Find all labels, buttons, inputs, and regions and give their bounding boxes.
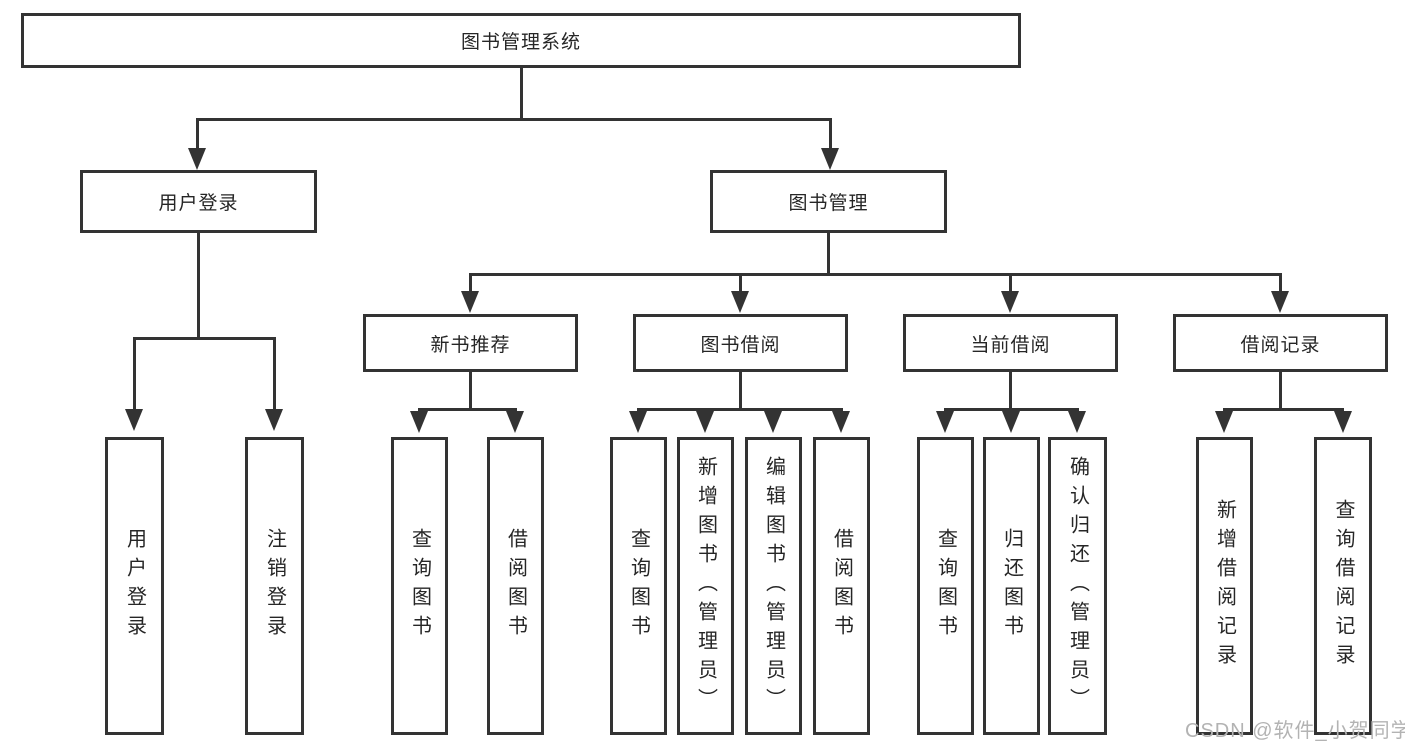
arrowhead-borrow-records xyxy=(1271,291,1289,313)
arrowhead-cb-return xyxy=(1002,411,1020,433)
node-borrow-records: 借阅记录 xyxy=(1173,314,1388,372)
arrowhead-cb-confirm xyxy=(1068,411,1086,433)
arrowhead-bb-borrow xyxy=(832,411,850,433)
connector-drop-book-borrow xyxy=(739,273,742,293)
arrowhead-br-query xyxy=(1334,411,1352,433)
leaf-user-login: 用户登录 xyxy=(105,437,164,735)
connector-book-mgmt-bus xyxy=(469,273,1282,276)
node-user-login: 用户登录 xyxy=(80,170,317,233)
connector-borrow-records-bus xyxy=(1223,408,1344,411)
connector-current-borrow-bus xyxy=(944,408,1079,411)
leaf-br-query-record: 查询借阅记录 xyxy=(1314,437,1372,735)
leaf-bb-borrow-books: 借阅图书 xyxy=(813,437,870,735)
node-new-books: 新书推荐 xyxy=(363,314,578,372)
leaf-cb-confirm-return-admin: 确认归还（管理员） xyxy=(1048,437,1107,735)
connector-drop-borrow-records xyxy=(1279,273,1282,293)
leaf-nb-query-books: 查询图书 xyxy=(391,437,448,735)
arrowhead-br-add xyxy=(1215,411,1233,433)
connector-book-borrow-bus xyxy=(637,408,843,411)
leaf-bb-query-books: 查询图书 xyxy=(610,437,667,735)
connector-root-bus xyxy=(196,118,832,121)
leaf-bb-edit-books-admin: 编辑图书（管理员） xyxy=(745,437,802,735)
arrowhead-cb-query xyxy=(936,411,954,433)
arrowhead-leaf-logout xyxy=(265,409,283,431)
connector-new-books-stem xyxy=(469,372,472,408)
arrowhead-bb-edit xyxy=(764,411,782,433)
node-root: 图书管理系统 xyxy=(21,13,1021,68)
csdn-watermark: CSDN @软件_小贺同学 xyxy=(1185,720,1405,742)
arrowhead-new-books xyxy=(461,291,479,313)
arrowhead-book-borrow xyxy=(731,291,749,313)
arrowhead-bb-add xyxy=(696,411,714,433)
connector-new-books-bus xyxy=(418,408,517,411)
connector-current-borrow-stem xyxy=(1009,372,1012,408)
connector-drop-leaf-login xyxy=(133,337,136,409)
connector-drop-new-books xyxy=(469,273,472,293)
connector-drop-user-login xyxy=(196,118,199,148)
node-current-borrow: 当前借阅 xyxy=(903,314,1118,372)
arrowhead-nb-borrow xyxy=(506,411,524,433)
leaf-cb-query-books: 查询图书 xyxy=(917,437,974,735)
arrowhead-leaf-login xyxy=(125,409,143,431)
connector-drop-book-mgmt xyxy=(829,118,832,148)
connector-root-stem xyxy=(520,68,523,118)
node-book-mgmt: 图书管理 xyxy=(710,170,947,233)
connector-user-login-bus xyxy=(133,337,276,340)
arrowhead-nb-query xyxy=(410,411,428,433)
leaf-cb-return-books: 归还图书 xyxy=(983,437,1040,735)
node-book-borrow: 图书借阅 xyxy=(633,314,848,372)
connector-user-login-stem xyxy=(197,233,200,337)
connector-drop-leaf-logout xyxy=(273,337,276,409)
connector-drop-current-borrow xyxy=(1009,273,1012,293)
arrowhead-book-mgmt xyxy=(821,148,839,170)
leaf-logout: 注销登录 xyxy=(245,437,304,735)
connector-book-mgmt-stem xyxy=(827,233,830,273)
arrowhead-bb-query xyxy=(629,411,647,433)
connector-book-borrow-stem xyxy=(739,372,742,408)
arrowhead-user-login xyxy=(188,148,206,170)
leaf-bb-add-books-admin: 新增图书（管理员） xyxy=(677,437,734,735)
connector-borrow-records-stem xyxy=(1279,372,1282,408)
arrowhead-current-borrow xyxy=(1001,291,1019,313)
leaf-nb-borrow-books: 借阅图书 xyxy=(487,437,544,735)
leaf-br-add-record: 新增借阅记录 xyxy=(1196,437,1253,735)
